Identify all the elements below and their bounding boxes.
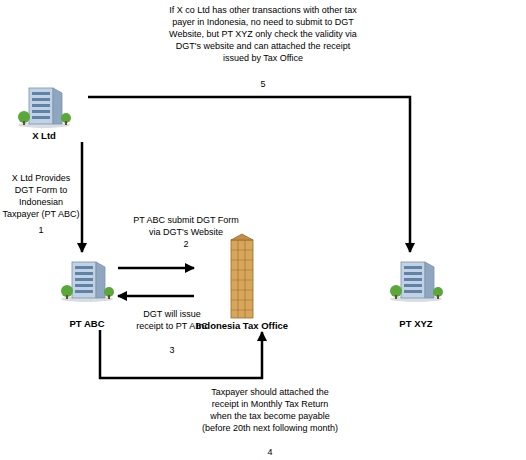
callout-number: 3	[162, 344, 182, 356]
step-note: DGT will issue receipt to PT ABC	[136, 308, 208, 332]
building-node: PT XYZ	[385, 252, 447, 330]
building-node: PT ABC	[56, 252, 118, 330]
building-icon	[390, 262, 443, 302]
flow-arrow	[81, 142, 84, 252]
building-icon	[18, 88, 71, 128]
flow-arrow	[118, 295, 194, 298]
step-note: X Ltd Provides DGT Form to Indonesian Ta…	[2, 172, 80, 220]
tower-icon	[231, 234, 253, 318]
step-note: Taxpayer should attached the receipt in …	[200, 386, 340, 434]
node-label: Indonesia Tax Office	[196, 320, 288, 332]
step-note: If X co Ltd has other transactions with …	[163, 4, 363, 64]
node-label: PT ABC	[69, 318, 104, 330]
flow-arrow	[118, 267, 194, 270]
callout-number: 1	[31, 224, 51, 236]
callout-number: 5	[253, 78, 273, 90]
callout-number: 4	[260, 446, 280, 458]
building-node: Indonesia Tax Office	[194, 236, 290, 332]
building-node: X Ltd	[0, 84, 88, 142]
building-icon	[61, 262, 114, 302]
node-label: PT XYZ	[399, 318, 432, 330]
flow-arrow	[88, 97, 410, 252]
step-note: PT ABC submit DGT Form via DGT's Website	[128, 214, 244, 238]
callout-number: 2	[176, 238, 196, 250]
node-label: X Ltd	[32, 130, 56, 142]
flow-arrow	[100, 330, 262, 378]
